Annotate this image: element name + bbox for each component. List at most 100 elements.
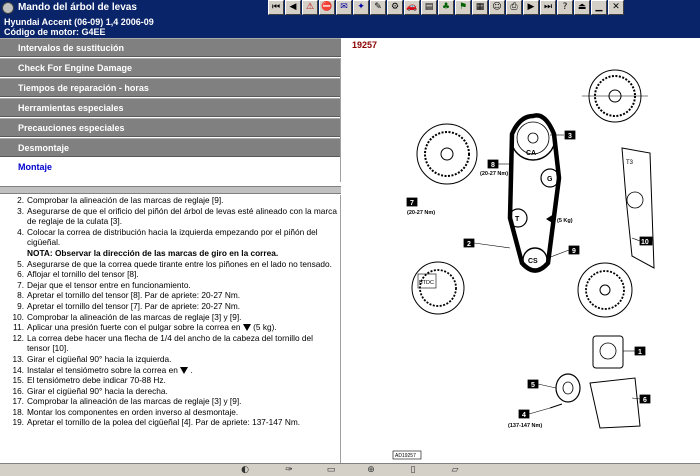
- step-text: Girar el cigüeñal 90° hacia la izquierda…: [27, 353, 172, 364]
- brush-icon[interactable]: ✎: [370, 0, 386, 15]
- step-text: Comprobar la alineación de las marcas de…: [27, 195, 224, 205]
- nav-item-engine-damage[interactable]: Check For Engine Damage: [0, 58, 341, 77]
- diagram-svg: CA G T CS BTDC T3: [392, 69, 655, 460]
- step-item: 4.Colocar la correa de distribución haci…: [0, 227, 341, 248]
- step-item: 11.Aplicar una presión fuerte con el pul…: [0, 322, 341, 333]
- step-text: Instalar el tensiómetro sobre la correa …: [27, 364, 178, 375]
- label-btdc: BTDC: [419, 280, 434, 286]
- step-text: NOTA: Observar la dirección de las marca…: [27, 247, 279, 258]
- flag-icon[interactable]: ⚑: [455, 0, 471, 15]
- step-text: Apretar el tornillo de la polea del cigü…: [27, 417, 301, 428]
- step-item: 13.Girar el cigüeñal 90° hacia la izquie…: [0, 354, 341, 365]
- person-icon[interactable]: ☺: [489, 0, 505, 15]
- first-icon[interactable]: ⏮: [268, 0, 284, 15]
- step-number: 16.: [12, 385, 24, 396]
- exit-icon[interactable]: ⏏: [574, 0, 590, 15]
- nav-item-repair-times[interactable]: Tiempos de reparación - horas: [0, 78, 341, 97]
- step-item: 10.Comprobar la alineación de las marcas…: [0, 312, 341, 323]
- nav-item-intervals[interactable]: Intervalos de sustitución: [0, 38, 341, 57]
- print-icon[interactable]: ⎙: [506, 0, 522, 15]
- step-number: 8.: [17, 290, 24, 301]
- nav-item-removal[interactable]: Desmontaje: [0, 138, 341, 157]
- callout-2: 2: [467, 241, 471, 248]
- step-text: Asegurarse de que la correa quede tirant…: [27, 258, 332, 269]
- car-icon[interactable]: 🚗: [404, 0, 420, 15]
- callout-8: 8: [491, 162, 495, 169]
- tree-icon[interactable]: ♣: [438, 0, 454, 15]
- step-text: Dejar que el tensor entre en funcionamie…: [27, 279, 191, 290]
- step-text: Aflojar el tornillo del tensor [8].: [27, 269, 139, 280]
- label-ca: CA: [526, 150, 536, 157]
- step-item: 6.Aflojar el tornillo del tensor [8].: [0, 269, 341, 280]
- label-g: G: [547, 176, 553, 183]
- warning-icon[interactable]: ⚠: [302, 0, 318, 15]
- callout-9: 9: [572, 248, 576, 255]
- last-icon[interactable]: ⏭: [540, 0, 556, 15]
- mail-icon[interactable]: ✉: [336, 0, 352, 15]
- step-item: 14.Instalar el tensiómetro sobre la corr…: [0, 365, 341, 376]
- torque-4: (137-147 Nm): [508, 423, 542, 429]
- book-icon[interactable]: ▭: [326, 465, 336, 475]
- step-text: Comprobar la alineación de las marcas de…: [27, 396, 242, 407]
- step-number: 9.: [17, 300, 24, 311]
- step-item: 7.Dejar que el tensor entre en funcionam…: [0, 280, 341, 291]
- step-item: 9.Apretar el tornillo del tensor [7]. Pa…: [0, 301, 341, 312]
- step-item: 2.Comprobar la alineación de las marcas …: [0, 195, 341, 206]
- window-title: Mando del árbol de levas: [18, 2, 137, 13]
- engine-code: Código de motor: G4EE: [4, 27, 106, 37]
- next-icon[interactable]: ▶: [523, 0, 539, 15]
- installation-steps: 2.Comprobar la alineación de las marcas …: [0, 195, 341, 463]
- minimize-icon[interactable]: ▁: [591, 0, 607, 15]
- step-item: 5.Asegurarse de que la correa quede tira…: [0, 259, 341, 270]
- page-icon[interactable]: ▯: [410, 465, 416, 475]
- callout-4: 4: [522, 412, 526, 419]
- pane-divider[interactable]: [0, 186, 341, 194]
- step-number: 14.: [12, 364, 24, 375]
- step-number: 5.: [17, 258, 24, 269]
- callout-5: 5: [531, 382, 535, 389]
- step-number: 13.: [12, 353, 24, 364]
- step-text: Colocar la correa de distribución hacia …: [27, 226, 318, 248]
- section-nav: Intervalos de sustitución Check For Engi…: [0, 38, 341, 182]
- question-icon[interactable]: ?: [557, 0, 573, 15]
- step-text: Apretar el tornillo del tensor [7]. Par …: [27, 300, 241, 311]
- step-text: Aplicar una presión fuerte con el pulgar…: [27, 322, 241, 333]
- pressure-arrow-icon: [546, 214, 554, 224]
- nav-item-precautions[interactable]: Precauciones especiales: [0, 118, 341, 137]
- star-icon[interactable]: ✦: [353, 0, 369, 15]
- wrench-icon[interactable]: ✑: [285, 465, 293, 475]
- nav-item-special-tools[interactable]: Herramientas especiales: [0, 98, 341, 117]
- document-icon[interactable]: ▤: [421, 0, 437, 15]
- force-5kg: (5 Kg): [557, 218, 573, 224]
- close-icon[interactable]: ✕: [608, 0, 624, 15]
- back-icon[interactable]: ◀: [285, 0, 301, 15]
- vehicle-model: Hyundai Accent (06-09) 1,4 2006-09: [4, 17, 154, 27]
- step-item: 19.Apretar el tornillo de la polea del c…: [0, 417, 341, 428]
- target-icon[interactable]: ⊕: [367, 465, 375, 475]
- step-item: 3.Asegurarse de que el orificio del piñó…: [0, 206, 341, 227]
- pressure-point-icon: [180, 366, 189, 374]
- timing-belt: [507, 113, 562, 273]
- tool-icon[interactable]: ⚙: [387, 0, 403, 15]
- bottom-toolbar: ◐ ✑ ▭ ⊕ ▯ ▱: [0, 463, 700, 476]
- nav-item-installation[interactable]: Montaje: [0, 158, 341, 177]
- step-suffix: (5 kg).: [253, 322, 277, 333]
- callout-6: 6: [643, 397, 647, 404]
- stop-icon[interactable]: ⛔: [319, 0, 335, 15]
- step-item: 17.Comprobar la alineación de las marcas…: [0, 396, 341, 407]
- step-text: El tensiómetro debe indicar 70-88 Hz.: [27, 375, 166, 386]
- figure-id: 19257: [352, 40, 378, 50]
- step-number: 2.: [17, 195, 24, 205]
- globe-icon[interactable]: ◐: [241, 465, 249, 475]
- calendar-icon[interactable]: ▦: [472, 0, 488, 15]
- step-number: 15.: [12, 375, 24, 386]
- step-number: 4.: [17, 226, 24, 237]
- step-number: 11.: [13, 322, 24, 333]
- vehicle-header: Hyundai Accent (06-09) 1,4 2006-09 Códig…: [0, 16, 700, 38]
- panel-gap: [341, 38, 350, 463]
- folder-icon[interactable]: ▱: [451, 465, 459, 475]
- step-item: 18.Montar los componentes en orden inver…: [0, 407, 341, 418]
- callout-3: 3: [568, 133, 572, 140]
- step-text: Asegurarse de que el orificio del piñón …: [27, 205, 337, 227]
- step-number: 10.: [12, 311, 24, 322]
